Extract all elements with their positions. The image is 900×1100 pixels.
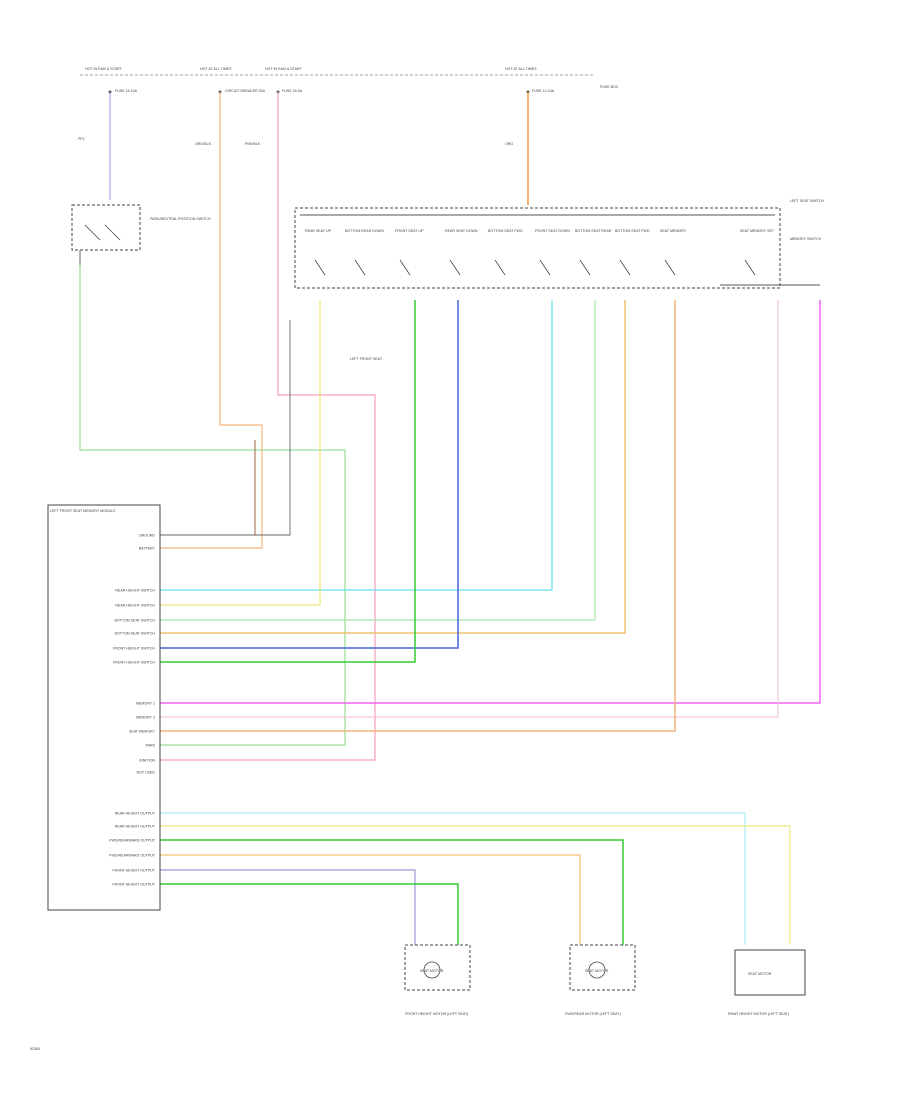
switch-label-5: BOTTOM SEAT FWD — [488, 229, 523, 233]
module-pin-label: FRONT HEIGHT SWITCH — [113, 647, 155, 651]
module-pin-labels: GROUND BATTERY REAR HEIGHT SWITCH REAR HEIG… — [109, 534, 156, 887]
wire-ltgreen-park — [79, 265, 346, 746]
hot-label-3: HOT IN RUN & START — [265, 67, 303, 71]
wire-label-orgblk: ORG/BLK — [195, 142, 212, 146]
hot-label-2: HOT AT ALL TIMES — [200, 67, 232, 71]
wire-green-frontout — [160, 883, 459, 945]
module-pin-label: MEMORY 1 — [136, 702, 155, 706]
motor-1-label: SEAT MOTOR — [420, 969, 444, 973]
module-pin-label: REAR HEIGHT OUTPUT — [115, 812, 156, 816]
fuse-label-3: FUSE 18 5A — [282, 89, 303, 93]
switch-label-11: MEMORY SWITCH — [790, 237, 822, 241]
left-seat-switch: LEFT SEAT SWITCH REAR SEAT UP BOTTOM REA… — [294, 199, 824, 361]
park-switch-label: PARK/NEUTRAL POSITION SWITCH — [150, 217, 211, 221]
wire-gray-ground — [160, 320, 291, 536]
wire-yellow-rearout — [160, 825, 791, 945]
wire-green-frontsw — [160, 300, 416, 663]
module-pin-label: BOTTOM SEAT SWITCH — [114, 619, 155, 623]
module-pin-label: REAR HEIGHT SWITCH — [115, 604, 155, 608]
module-pin-label: REAR HEIGHT SWITCH — [115, 589, 155, 593]
wire-cyan-rearout — [160, 812, 746, 945]
wire-cyan-rearsw — [160, 300, 553, 591]
seat-switch-label: LEFT SEAT SWITCH — [790, 199, 824, 203]
wire-blue-frontout — [160, 869, 416, 945]
module-pin-label: FWD/REARWARD OUTPUT — [109, 854, 156, 858]
wire-tan-botsw — [160, 300, 626, 634]
wire-tan-fwdout — [160, 854, 581, 945]
module-pin-label: BATTERY — [139, 547, 156, 551]
switch-label-6: FRONT SEAT DOWN — [535, 229, 570, 233]
module-title: LEFT FRONT SEAT MEMORY MODULE — [50, 509, 116, 513]
ground-label: LEFT FRONT SEAT — [350, 357, 383, 361]
switch-label-2: BOTTOM REAR DOWN — [345, 229, 384, 233]
switch-label-4: REAR SEAT DOWN — [445, 229, 478, 233]
motor-1-caption: FRONT HEIGHT MOTOR (LEFT SEAT) — [405, 1012, 468, 1016]
motor-front-height: SEAT MOTOR FRONT HEIGHT MOTOR (LEFT SEAT… — [404, 944, 471, 1016]
module-pin-label: MEMORY 2 — [136, 716, 155, 720]
wire-ltgreen-botsw — [160, 300, 596, 621]
fuse-label-4: FUSE 14 10A — [532, 89, 555, 93]
switch-label-10: SEAT MEMORY SET — [740, 229, 775, 233]
wire-ltpink-mem2 — [160, 300, 779, 718]
diagram-footer: 92384 — [30, 1047, 40, 1051]
motor-rear-height: SEAT MOTOR REAR HEIGHT MOTOR (LEFT SEAT) — [728, 949, 806, 1016]
module-pin-label: IGNITION — [139, 759, 155, 763]
module-pin-label: FWD/REARWARD OUTPUT — [109, 839, 156, 843]
switch-label-3: FRONT SEAT UP — [395, 229, 424, 233]
motor-fwd-rear: SEAT MOTOR FWD/REAR MOTOR (LEFT SEAT) — [565, 944, 636, 1016]
motor-2-label: SEAT MOTOR — [585, 969, 609, 973]
motor-3-caption: REAR HEIGHT MOTOR (LEFT SEAT) — [728, 1012, 789, 1016]
park-neutral-switch: PARK/NEUTRAL POSITION SWITCH PPL ORG/BLK… — [71, 137, 513, 265]
module-pin-label: FRONT HEIGHT OUTPUT — [112, 869, 155, 873]
wire-yellow-rearsw — [160, 300, 321, 606]
module-pin-label: PARK — [145, 744, 155, 748]
module-pin-label: FRONT HEIGHT SWITCH — [113, 661, 155, 665]
hot-label-1: HOT IN RUN & START — [85, 67, 123, 71]
wire-orange-cb — [160, 92, 263, 549]
module-pin-label: NOT USED — [136, 771, 155, 775]
wire-green-fwdout — [160, 839, 624, 945]
module-pin-label: SEAT MEMORY — [129, 730, 156, 734]
wire-pink — [160, 92, 376, 761]
module-pin-label: REAR HEIGHT OUTPUT — [115, 825, 156, 829]
fuse-box-label: FUSE BOX — [600, 85, 619, 89]
switch-label-9: SEAT MEMORY — [660, 229, 687, 233]
fuse-bus: HOT IN RUN & START HOT AT ALL TIMES HOT … — [80, 67, 619, 94]
wire-label-pnkblk: PNK/BLK — [245, 142, 261, 146]
wire-label-org: ORG — [505, 142, 513, 146]
module-pin-label: FRONT HEIGHT OUTPUT — [112, 883, 155, 887]
fuse-label-1: FUSE 16 10A — [115, 89, 138, 93]
fuse-label-2: CIRCUIT BREAKER 30A — [225, 89, 266, 93]
switch-label-7: BOTTOM SEAT REAR — [575, 229, 612, 233]
hot-label-4: HOT AT ALL TIMES — [505, 67, 537, 71]
switch-label-8: BOTTOM SEAT FWD — [615, 229, 650, 233]
motor-3-label: SEAT MOTOR — [748, 972, 772, 976]
wire-orange-seatmem — [160, 300, 676, 732]
switch-label-1: REAR SEAT UP — [305, 229, 332, 233]
motor-2-caption: FWD/REAR MOTOR (LEFT SEAT) — [565, 1012, 621, 1016]
wire-blue-frontsw — [160, 300, 459, 649]
wire-magenta-mem1 — [160, 300, 821, 704]
module-pin-label: BOTTOM SEAT SWITCH — [114, 632, 155, 636]
memory-module: LEFT FRONT SEAT MEMORY MODULE GROUND BATT… — [47, 504, 161, 911]
wire-label-ppl: PPL — [78, 137, 85, 141]
module-pin-label: GROUND — [139, 534, 155, 538]
wires — [79, 92, 821, 945]
